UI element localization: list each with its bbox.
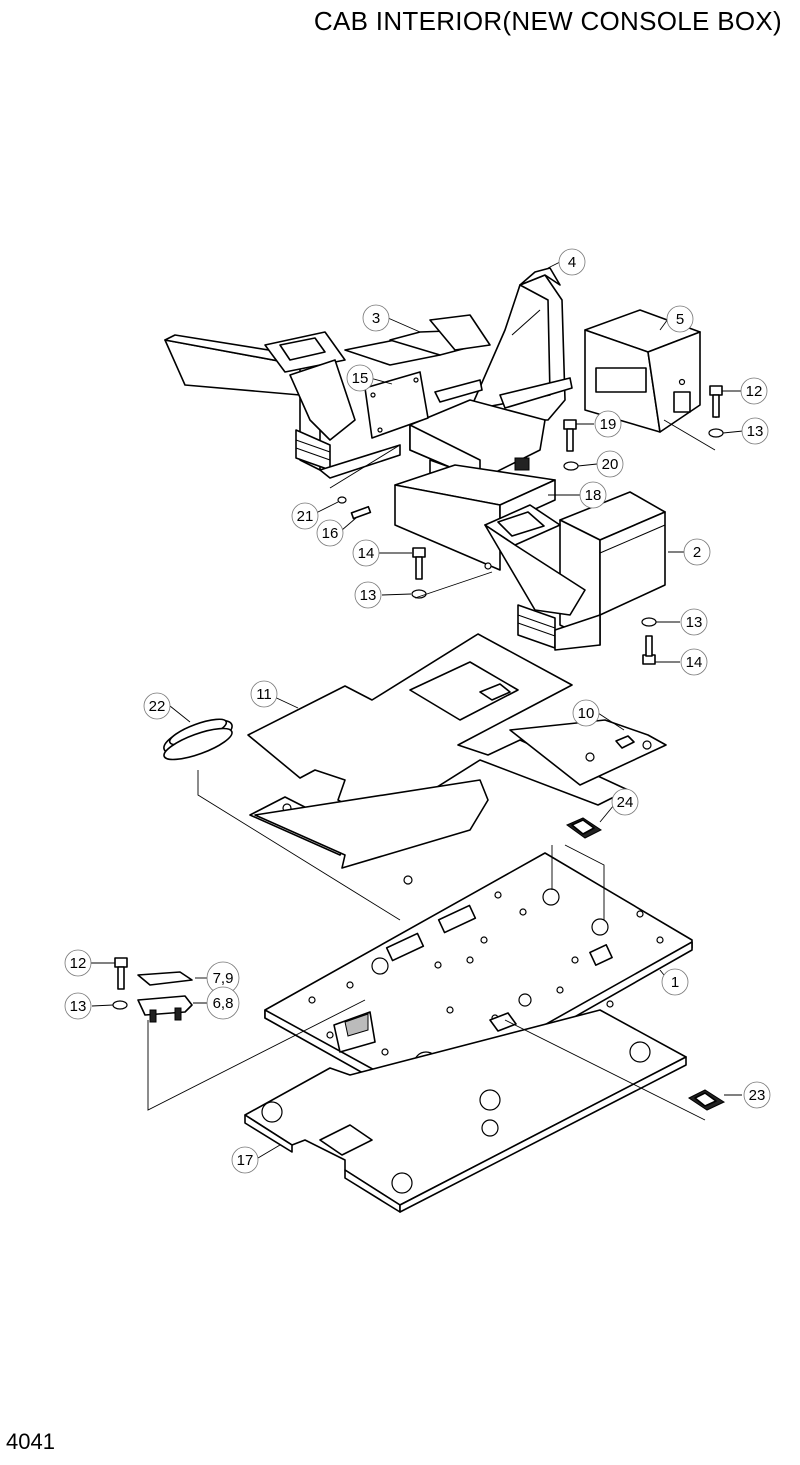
svg-text:2: 2: [693, 544, 701, 561]
svg-text:6,8: 6,8: [213, 995, 234, 1012]
page-title: CAB INTERIOR(NEW CONSOLE BOX): [313, 6, 782, 36]
callout-6-8: 6,8: [206, 986, 240, 1020]
callout-13: 13: [741, 417, 769, 445]
callout-22: 22: [143, 692, 171, 720]
svg-text:7,9: 7,9: [213, 970, 234, 987]
callout-13: 13: [680, 608, 708, 636]
svg-text:19: 19: [600, 416, 617, 433]
svg-text:15: 15: [352, 370, 369, 387]
callout-1: 1: [661, 968, 689, 996]
callout-10: 10: [572, 699, 600, 727]
svg-text:3: 3: [372, 310, 380, 327]
callout-21: 21: [291, 502, 319, 530]
svg-text:24: 24: [617, 794, 634, 811]
svg-text:4: 4: [568, 254, 576, 271]
svg-text:13: 13: [70, 998, 87, 1015]
storage-box: [584, 309, 701, 433]
leader-lines: [91, 261, 744, 1159]
svg-text:18: 18: [585, 487, 602, 504]
floor-plate-lower: [244, 1009, 687, 1213]
callout-16: 16: [316, 519, 344, 547]
svg-text:1: 1: [671, 974, 679, 991]
svg-text:13: 13: [686, 614, 703, 631]
svg-text:12: 12: [746, 383, 763, 400]
callout-24: 24: [611, 788, 639, 816]
callout-17: 17: [231, 1146, 259, 1174]
callout-14: 14: [352, 539, 380, 567]
callout-12: 12: [64, 949, 92, 977]
operator-seat: [409, 267, 573, 501]
svg-text:22: 22: [149, 698, 166, 715]
callout-11: 11: [250, 680, 278, 708]
callout-4: 4: [558, 248, 586, 276]
page-number: 4041: [6, 1429, 55, 1454]
left-console: [164, 314, 491, 479]
floor-mat: [247, 633, 629, 885]
cover-plate: [364, 371, 429, 439]
callout-13: 13: [64, 992, 92, 1020]
svg-text:11: 11: [256, 686, 272, 703]
svg-text:14: 14: [358, 545, 375, 562]
callout-12: 12: [740, 377, 768, 405]
callout-20: 20: [596, 450, 624, 478]
svg-text:5: 5: [676, 311, 684, 328]
callout-19: 19: [594, 410, 622, 438]
callout-18: 18: [579, 481, 607, 509]
svg-text:16: 16: [322, 525, 339, 542]
callout-3: 3: [362, 304, 390, 332]
plug-caps: [565, 817, 726, 1111]
callouts: 4 3 5 15 12 19 13 20 18 21 16 14 2 13 13: [64, 248, 771, 1174]
fasteners: [112, 385, 724, 1010]
callout-5: 5: [666, 305, 694, 333]
svg-text:10: 10: [578, 705, 595, 722]
svg-text:20: 20: [602, 456, 619, 473]
callout-13: 13: [354, 581, 382, 609]
right-console: [484, 491, 666, 651]
grommet: [163, 718, 233, 761]
svg-text:12: 12: [70, 955, 87, 972]
callout-23: 23: [743, 1081, 771, 1109]
svg-text:13: 13: [747, 423, 764, 440]
svg-text:23: 23: [749, 1087, 766, 1104]
callout-2: 2: [683, 538, 711, 566]
svg-text:14: 14: [686, 654, 703, 671]
svg-text:13: 13: [360, 587, 377, 604]
callout-14: 14: [680, 648, 708, 676]
svg-text:21: 21: [297, 508, 314, 525]
svg-text:17: 17: [237, 1152, 254, 1169]
callout-15: 15: [346, 364, 374, 392]
pedal-stopper: [137, 971, 193, 1023]
